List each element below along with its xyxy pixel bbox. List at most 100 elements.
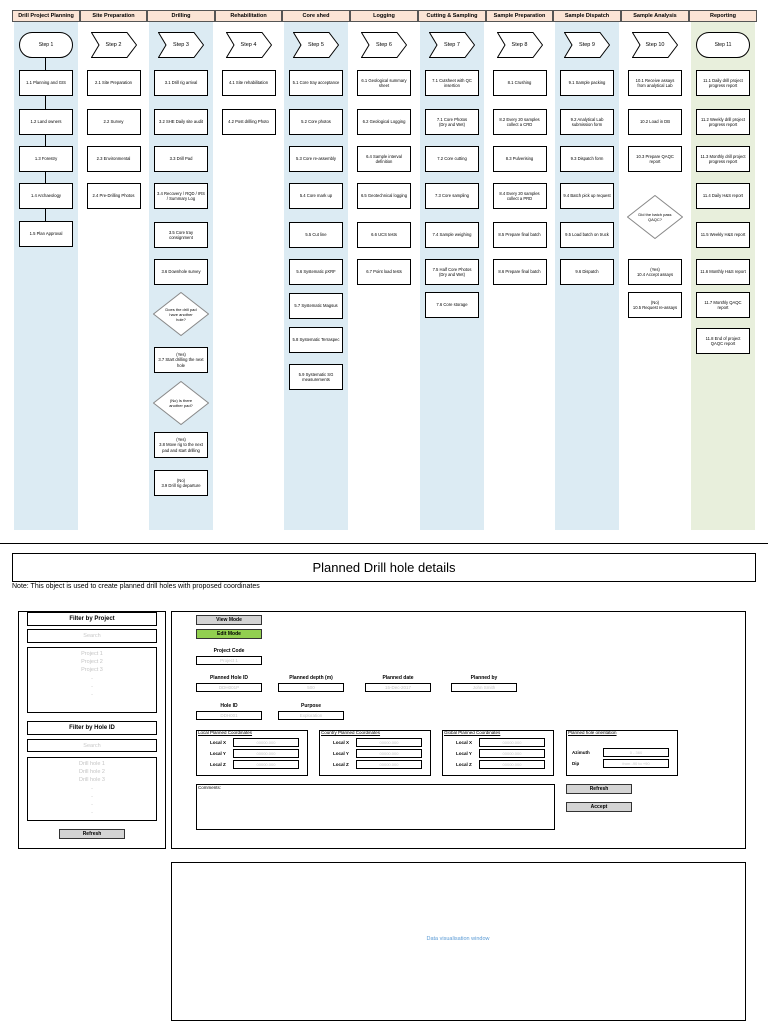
- refresh-list-button[interactable]: Refresh: [59, 829, 125, 839]
- local-coordinates-group: Local Planned Coordinates Local X 00000.…: [196, 730, 308, 776]
- data-visualisation-window[interactable]: [171, 862, 746, 1021]
- list-item[interactable]: -: [91, 793, 93, 800]
- process-node: 1.1 Planning and GIS: [19, 70, 73, 96]
- country-y-field[interactable]: 00000.000: [356, 749, 422, 758]
- list-item[interactable]: -: [91, 675, 93, 682]
- process-node: 3.6 Downhole survey: [154, 259, 208, 285]
- lane-header: Sample Dispatch: [553, 10, 621, 22]
- list-item[interactable]: Drill hole 2: [79, 769, 105, 776]
- planned-by-field[interactable]: John Smith: [451, 683, 517, 692]
- process-node: 11.2 Weekly drill project progress repor…: [696, 109, 750, 135]
- step-chevron: Step 6: [361, 32, 407, 58]
- coord-label: Local Z: [333, 762, 349, 767]
- list-item[interactable]: -: [91, 802, 93, 809]
- list-item[interactable]: Drill hole 3: [79, 777, 105, 784]
- project-code-field[interactable]: Project 1: [196, 656, 262, 665]
- process-node: 8.2 Every 20 samples collect a CRD: [492, 109, 547, 135]
- list-item[interactable]: Project 1: [81, 651, 103, 657]
- list-item[interactable]: -: [91, 683, 93, 690]
- process-node: 7.2 Core cutting: [425, 146, 479, 172]
- hole-id-field[interactable]: DDH001: [196, 711, 262, 720]
- accept-button[interactable]: Accept: [566, 802, 632, 812]
- lane-header: Reporting: [689, 10, 757, 22]
- step-terminator: Step 1: [19, 32, 73, 58]
- process-node: 7.1 Core Photos (Dry and Wet): [425, 109, 479, 135]
- coord-label: Local X: [456, 740, 473, 745]
- azimuth-field[interactable]: 0 - 360: [603, 748, 669, 757]
- edit-mode-button[interactable]: Edit Mode: [196, 629, 262, 639]
- refresh-button[interactable]: Refresh: [566, 784, 632, 794]
- planned-date-label: Planned date: [382, 675, 414, 681]
- hole-search-input[interactable]: Search: [27, 739, 157, 752]
- global-coordinates-group: Global Planned Coordinates Local X 00000…: [442, 730, 554, 776]
- local-x-field[interactable]: 00000.000: [233, 738, 299, 747]
- list-item[interactable]: Project 3: [81, 667, 103, 674]
- local-y-field[interactable]: 00000.000: [233, 749, 299, 758]
- coord-label: Local Z: [210, 762, 226, 767]
- process-node: (No) 3.9 Drill rig departure: [154, 470, 208, 496]
- process-node: 6.1 Geological summary sheet: [357, 70, 411, 96]
- flow-connector: [45, 58, 46, 221]
- project-list[interactable]: Project 1 Project 2 Project 3 - - -: [27, 647, 157, 713]
- process-node: 11.5 Weekly H&S report: [696, 222, 750, 248]
- process-node: 3.1 Drill rig arrival: [154, 70, 208, 96]
- country-z-field[interactable]: 00000.000: [356, 760, 422, 769]
- list-item[interactable]: -: [91, 692, 93, 699]
- comments-field[interactable]: Comments:: [196, 784, 555, 830]
- process-node: 9.1 Sample packing: [560, 70, 614, 96]
- process-node: 6.7 Point load tests: [357, 259, 411, 285]
- global-y-field[interactable]: 00000.000: [479, 749, 545, 758]
- process-node: 5.2 Core photos: [289, 109, 343, 135]
- process-node: 3.5 Core tray consignment: [154, 222, 208, 248]
- list-item[interactable]: -: [91, 785, 93, 792]
- process-node: 9.6 Dispatch: [560, 259, 614, 285]
- process-node: 2.1 Site Preparation: [86, 70, 141, 96]
- process-node: 11.3 Monthly drill project progress repo…: [696, 146, 750, 172]
- local-z-field[interactable]: 00000.000: [233, 760, 299, 769]
- lane-header: Drilling: [147, 10, 215, 22]
- process-node: (Yes) 3.8 Move rig to the next pad and s…: [154, 432, 208, 458]
- filter-by-project-header: Filter by Project: [27, 612, 157, 626]
- process-node: 5.7 Systematic Magsus: [289, 293, 343, 319]
- lane-header: Rehabilitation: [215, 10, 282, 22]
- country-x-field[interactable]: 00000.000: [356, 738, 422, 747]
- group-title: Local Planned Coordinates: [198, 730, 253, 735]
- coord-label: Azimuth: [572, 750, 590, 755]
- hole-list[interactable]: Drill hole 1 Drill hole 2 Drill hole 3 -…: [27, 757, 157, 821]
- process-node: 10.2 Load in DB: [628, 109, 682, 135]
- process-node: 4.1 Site rehabilitation: [221, 70, 276, 96]
- process-node: 5.5 Cut line: [289, 222, 343, 248]
- planned-depth-field[interactable]: 500: [278, 683, 344, 692]
- step-chevron: Step 10: [632, 32, 678, 58]
- planned-date-field[interactable]: 15-Dec-2017: [365, 683, 431, 692]
- hole-orientation-group: Planned hole orientation Azimuth 0 - 360…: [566, 730, 678, 776]
- coord-label: Local Z: [456, 762, 472, 767]
- list-item[interactable]: -: [91, 810, 93, 817]
- process-node: 10.3 Prepare QAQC report: [628, 146, 682, 172]
- lane-header: Logging: [350, 10, 418, 22]
- project-search-input[interactable]: Search: [27, 629, 157, 643]
- process-node: 7.1 Cutsheet with QC insertion: [425, 70, 479, 96]
- list-item[interactable]: Project 2: [81, 659, 103, 666]
- view-mode-button[interactable]: View Mode: [196, 615, 262, 625]
- planned-by-label: Planned by: [470, 675, 498, 681]
- process-node: 7.4 Sample weighing: [425, 222, 479, 248]
- process-node: 8.5 Prepare final batch: [492, 222, 547, 248]
- planned-hole-id-field[interactable]: DDH001P: [196, 683, 262, 692]
- filter-by-hole-header: Filter by Hole ID: [27, 721, 157, 735]
- process-node: 3.4 Recovery / RQD / IRS / Summary Log: [154, 183, 208, 209]
- process-node: 5.1 Core tray acceptance: [289, 70, 343, 96]
- purpose-field[interactable]: Exploration: [278, 711, 344, 720]
- process-node: 2.2 Survey: [86, 109, 141, 135]
- process-node: 6.2 Geological Logging: [357, 109, 411, 135]
- global-z-field[interactable]: 00000.000: [479, 760, 545, 769]
- list-item[interactable]: Drill hole 1: [79, 761, 105, 767]
- dip-field[interactable]: from -90 to +90: [603, 759, 669, 768]
- step-chevron: Step 5: [293, 32, 339, 58]
- process-node: 10.1 Receive assays from analytical Lab: [628, 70, 682, 96]
- process-node: 8.4 Every 20 samples collect a PRD: [492, 183, 547, 209]
- country-coordinates-group: Country Planned Coordinates Local X 0000…: [319, 730, 431, 776]
- step-chevron: Step 2: [90, 32, 137, 58]
- global-x-field[interactable]: 00000.000: [479, 738, 545, 747]
